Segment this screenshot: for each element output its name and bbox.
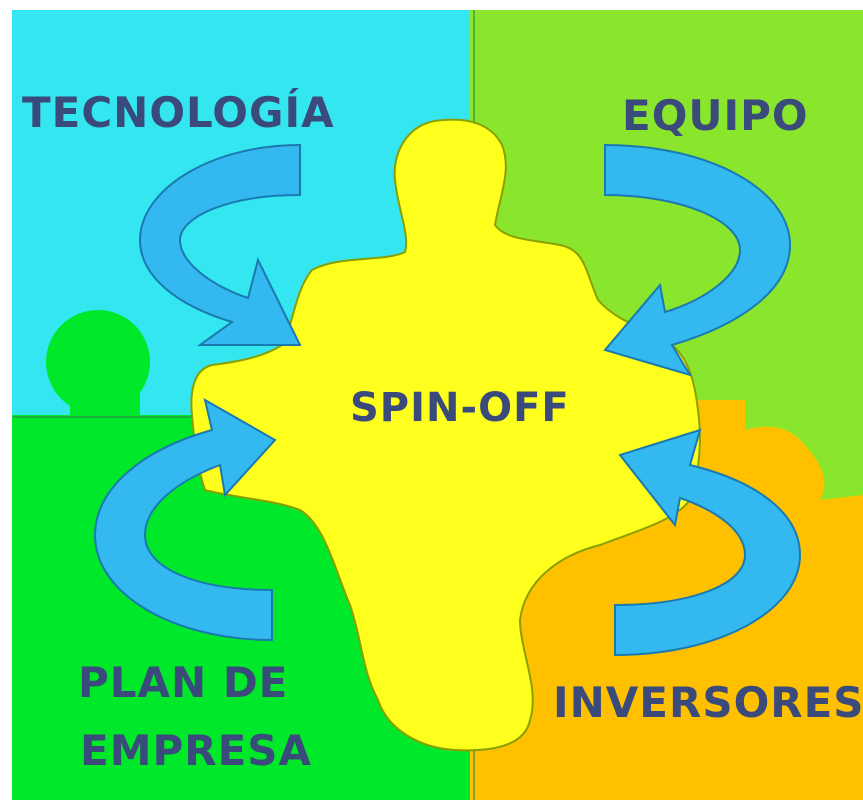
arrow-equipo (603, 143, 792, 377)
label-spin-off: SPIN-OFF (350, 385, 570, 431)
puzzle-tab-equipo (700, 380, 863, 500)
arrow-tecnologia (138, 143, 302, 346)
label-equipo: EQUIPO (622, 91, 809, 140)
label-plan-de: PLAN DE (78, 658, 289, 707)
label-inversores: INVERSORES (553, 678, 863, 727)
label-tecnologia: TECNOLOGÍA (22, 88, 335, 137)
arrow-plan-de-empresa (93, 397, 277, 642)
label-empresa: EMPRESA (80, 726, 313, 775)
arrow-inversores (614, 428, 802, 657)
